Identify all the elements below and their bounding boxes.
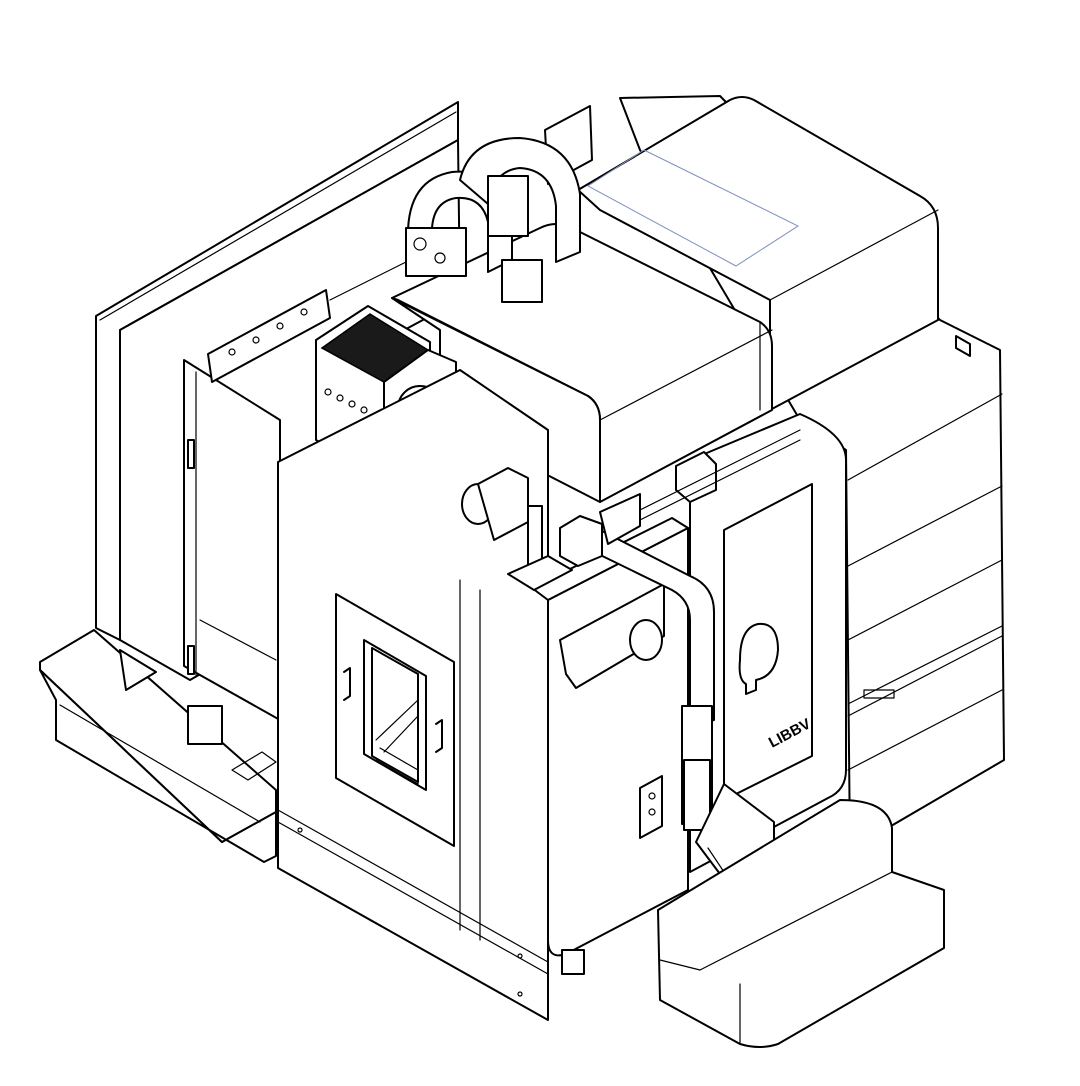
top-fittings xyxy=(461,467,603,591)
chip-conveyor xyxy=(657,783,945,1048)
upper-rail xyxy=(207,105,593,383)
front-door xyxy=(335,593,455,847)
side-door-panel: LIBBV xyxy=(689,413,847,873)
cable-arches xyxy=(405,137,581,303)
coolant-pipe xyxy=(589,429,801,831)
chip-tray xyxy=(39,629,277,863)
rear-left-cabinet xyxy=(95,101,461,721)
rear-top-housing xyxy=(577,96,939,411)
